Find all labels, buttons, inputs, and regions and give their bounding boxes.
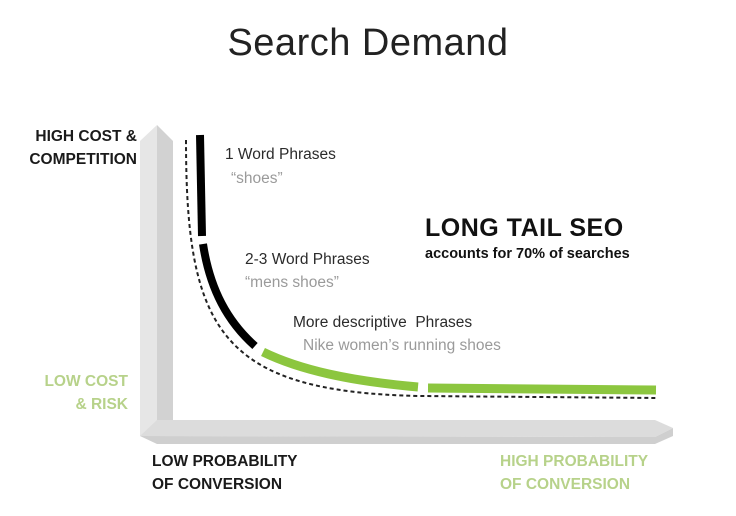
- y-axis-high-line2: COMPETITION: [29, 151, 137, 168]
- y-axis-low-line1: LOW COST: [44, 373, 128, 390]
- segment-2-example: “mens shoes”: [245, 274, 339, 291]
- y-axis-high-line1: HIGH COST &: [35, 128, 137, 145]
- curve-segment-long-tail-b: [427, 383, 657, 395]
- dashed-guide-curve: [185, 139, 659, 399]
- diagram-title: Search Demand: [227, 22, 509, 64]
- y-axis-low-line2: & RISK: [75, 396, 128, 413]
- y-axis-arrow: [140, 125, 173, 436]
- long-tail-seo-title: LONG TAIL SEO: [425, 214, 624, 242]
- x-axis-high-label: HIGH PROBABILITY OF CONVERSION: [500, 450, 648, 496]
- x-axis-low-line1: LOW PROBABILITY: [152, 453, 298, 470]
- x-axis-high-line1: HIGH PROBABILITY: [500, 453, 649, 470]
- curve-segment-1-word: [196, 134, 206, 237]
- x-axis-high-line2: OF CONVERSION: [500, 476, 631, 493]
- segment-1-phrase: 1 Word Phrases: [225, 146, 336, 163]
- segment-1-example: “shoes”: [231, 170, 283, 187]
- segment-3-example: Nike women’s running shoes: [303, 337, 501, 354]
- curve-segment-2-3-word: [199, 243, 258, 349]
- segment-2-phrase: 2-3 Word Phrases: [245, 251, 370, 268]
- long-tail-seo-subtitle: accounts for 70% of searches: [425, 246, 630, 262]
- y-axis-high-label: HIGH COST & COMPETITION: [29, 125, 137, 171]
- x-axis-arrow: [140, 420, 673, 444]
- x-axis-low-line2: OF CONVERSION: [152, 476, 283, 493]
- y-axis-low-label: LOW COST & RISK: [29, 370, 128, 416]
- segment-3-phrase: More descriptive Phrases: [293, 314, 473, 331]
- x-axis-low-label: LOW PROBABILITY OF CONVERSION: [152, 450, 298, 496]
- curve-segment-long-tail-a: [261, 347, 419, 392]
